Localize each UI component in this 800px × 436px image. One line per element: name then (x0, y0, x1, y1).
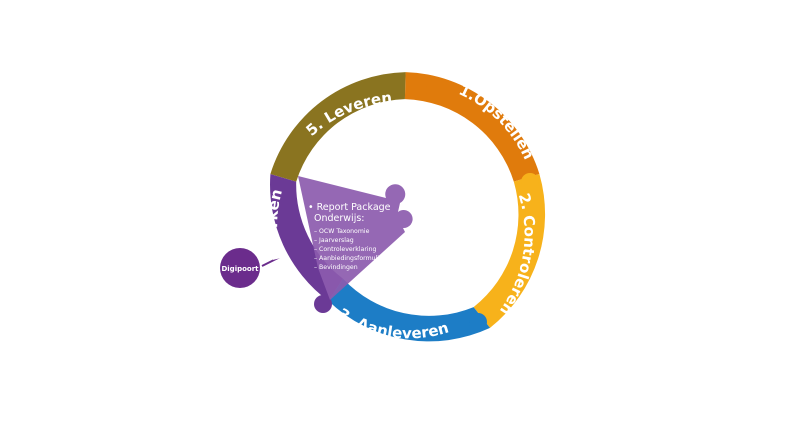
digipoort-connector (261, 256, 281, 267)
puzzle-knob-verwerken (314, 295, 332, 313)
digipoort-badge (220, 248, 260, 288)
puzzle-knob-opstellen (409, 81, 427, 99)
panel-item: – Bevindingen (314, 264, 358, 271)
digipoort-label: Digipoort (221, 265, 259, 273)
segment-opstellen (404, 72, 540, 182)
report-package-panel (298, 176, 413, 300)
panel-item: – Aanbiedingsformulier (314, 255, 386, 262)
panel-heading-line1: • Report Package (308, 202, 391, 213)
panel-item: – Controleverklaring (314, 246, 377, 253)
segment-controleren (473, 174, 546, 328)
panel-item: – OCW Taxonomie (314, 228, 370, 235)
panel-item: – Jaarverslag (314, 237, 354, 244)
segment-label-opstellen: 1.Opstellen (456, 81, 538, 162)
puzzle-knob-aanleveren (469, 313, 487, 331)
panel-heading-line2: Onderwijs: (314, 213, 364, 224)
segment-aanleveren (328, 278, 490, 342)
puzzle-knob-controleren (521, 173, 539, 191)
puzzle-knob-leveren (284, 153, 302, 171)
segment-leveren (270, 72, 406, 182)
